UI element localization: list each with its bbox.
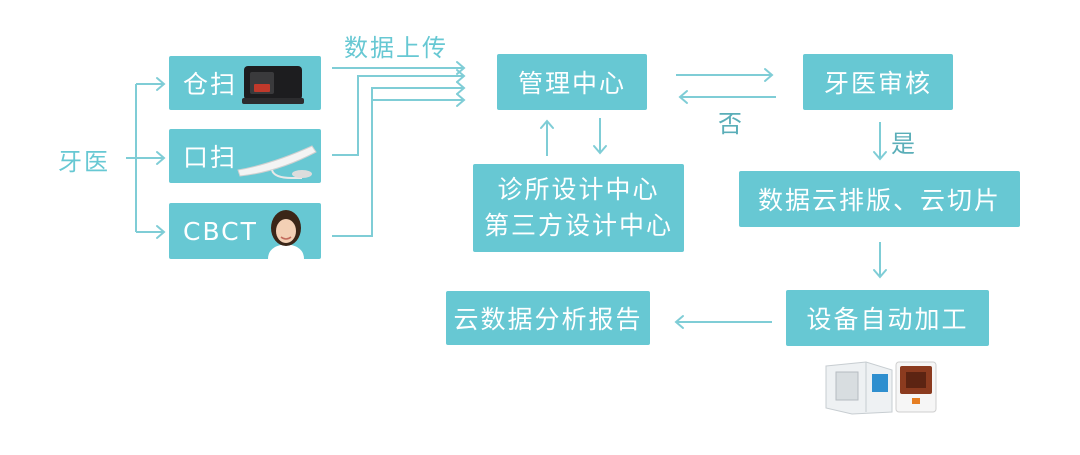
desktop-scanner-icon (242, 66, 304, 104)
arrowhead (873, 151, 887, 161)
dentist-label: 牙医 (58, 148, 110, 176)
node-design-centers: 诊所设计中心 第三方设计中心 (473, 164, 684, 252)
arrowhead (156, 77, 166, 91)
arrowhead (674, 315, 684, 329)
node-analysis-report-label: 云数据分析报告 (453, 305, 643, 334)
arrowhead (593, 145, 607, 155)
node-design-clinic-label: 诊所设计中心 (497, 175, 660, 204)
source-cbct-label: CBCT (183, 216, 258, 246)
arrowhead (156, 151, 166, 165)
node-analysis-report: 云数据分析报告 (446, 291, 650, 345)
arrowhead (156, 225, 166, 239)
yes-label: 是 (891, 130, 917, 158)
node-dentist-review: 牙医审核 (803, 54, 953, 110)
arrowhead (678, 90, 688, 104)
patient-portrait-icon (268, 210, 304, 259)
arrowhead (764, 68, 774, 82)
node-management-center: 管理中心 (497, 54, 647, 110)
upload-line-3 (332, 87, 464, 237)
node-auto-machining: 设备自动加工 (786, 290, 989, 346)
arrowhead (456, 69, 466, 83)
upload-line-2 (332, 75, 464, 156)
source-intraoral-scan-label: 口扫 (183, 143, 238, 172)
no-label: 否 (718, 110, 744, 138)
arrowhead (873, 269, 887, 279)
node-management-center-label: 管理中心 (517, 69, 626, 98)
milling-machines-icon (825, 361, 937, 415)
node-dentist-review-label: 牙医审核 (823, 69, 932, 98)
arrowhead (540, 119, 554, 129)
arrowhead (456, 93, 466, 107)
node-cloud-layout: 数据云排版、云切片 (739, 171, 1020, 227)
node-design-thirdparty-label: 第三方设计中心 (483, 211, 673, 240)
source-desktop-scan-label: 仓扫 (183, 70, 238, 99)
source-bracket (126, 83, 164, 233)
arrowhead (456, 81, 466, 95)
node-cloud-layout-label: 数据云排版、云切片 (757, 186, 1001, 215)
upload-label: 数据上传 (344, 34, 448, 62)
intraoral-scanner-icon (237, 145, 317, 179)
node-auto-machining-label: 设备自动加工 (806, 305, 969, 334)
